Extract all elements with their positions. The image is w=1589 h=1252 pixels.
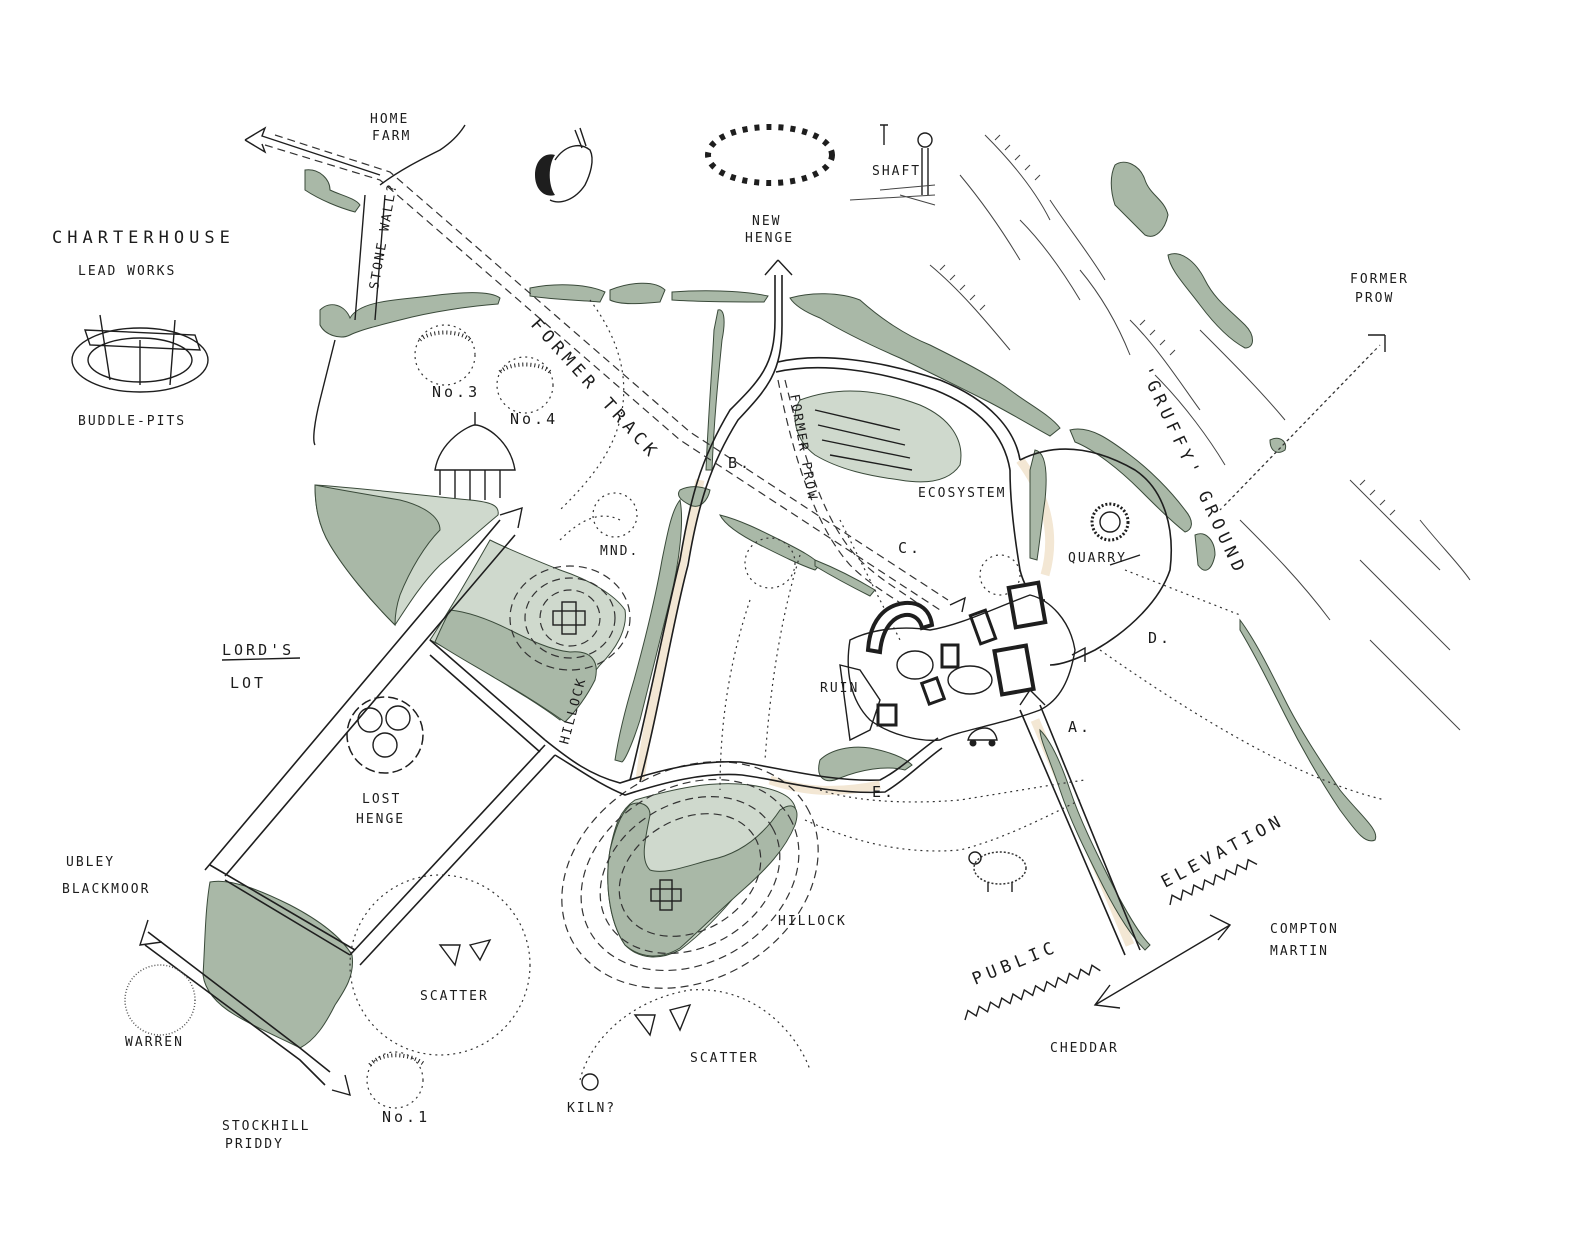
ecosystem-label: ECOSYSTEM bbox=[918, 486, 1006, 501]
quarry-label: QUARRY bbox=[1068, 551, 1127, 566]
kiln-label: KILN? bbox=[567, 1101, 616, 1116]
ubley-label: UBLEY bbox=[66, 855, 115, 870]
hillock-label: HILLOCK bbox=[778, 914, 847, 929]
new-label: NEW bbox=[752, 214, 781, 229]
point-e-label: E. bbox=[872, 783, 896, 801]
prow-label: PROW bbox=[1355, 291, 1394, 306]
lords-label: LORD'S bbox=[222, 641, 294, 659]
roads bbox=[144, 275, 1173, 1086]
charterhouse-label: CHARTERHOUSE bbox=[52, 228, 235, 248]
new-henge-ring bbox=[705, 124, 835, 186]
farm-label: FARM bbox=[372, 129, 411, 144]
lost-label: LOST bbox=[362, 792, 401, 807]
lost-henge-label: HENGE bbox=[356, 812, 405, 827]
gruffy-ground-label: 'GRUFFY' GROUND bbox=[1135, 364, 1250, 580]
elevation-zigzag bbox=[964, 858, 1258, 1021]
no1-label: No.1 bbox=[382, 1108, 430, 1126]
stone-wall-label: STONE WALL? bbox=[367, 182, 401, 291]
mnd-label: MND. bbox=[600, 544, 639, 559]
building-complex bbox=[839, 580, 1076, 742]
gruffy-hatching bbox=[929, 134, 1471, 731]
lords-underline bbox=[221, 657, 301, 661]
lead-works-label: LEAD WORKS bbox=[78, 264, 176, 279]
warren-icon bbox=[124, 964, 196, 1036]
point-b-label: B. bbox=[728, 454, 752, 472]
scatter-shards bbox=[438, 938, 692, 1037]
no4-label: No.4 bbox=[510, 410, 558, 428]
lot-label: LOT bbox=[230, 674, 266, 692]
shaft-label: SHAFT bbox=[872, 164, 921, 179]
stockhill-label: STOCKHILL bbox=[222, 1119, 310, 1134]
lost-henge-trees bbox=[346, 696, 424, 774]
sheep-icon bbox=[968, 851, 1027, 892]
buddle-pits-label: BUDDLE-PITS bbox=[78, 414, 186, 429]
shaft-icon bbox=[849, 124, 936, 206]
rabbit-icon bbox=[535, 127, 593, 203]
hillock-cross-marks bbox=[552, 601, 682, 911]
scatter-label-2: SCATTER bbox=[690, 1051, 759, 1066]
home-label: HOME bbox=[370, 112, 409, 127]
carousel-tent-icon bbox=[434, 412, 516, 500]
pit-circles bbox=[366, 324, 638, 1109]
warren-label: WARREN bbox=[125, 1035, 184, 1050]
kiln-icon bbox=[581, 1073, 599, 1091]
quarry-icon bbox=[1090, 502, 1141, 566]
new-henge-label: HENGE bbox=[745, 231, 794, 246]
elevation-label: ELEVATION bbox=[1158, 810, 1288, 892]
priddy-label: PRIDDY bbox=[225, 1137, 284, 1152]
dashed-tracks bbox=[264, 134, 1386, 1081]
vegetation bbox=[202, 161, 1377, 1049]
home-farm-boundary bbox=[313, 124, 466, 446]
hillock-contours bbox=[509, 565, 819, 989]
point-d-label: D. bbox=[1148, 629, 1172, 647]
car-icon bbox=[967, 727, 998, 747]
arrows bbox=[138, 126, 1386, 1096]
compton-label: COMPTON bbox=[1270, 922, 1339, 937]
point-a-label: A. bbox=[1068, 718, 1092, 736]
buddle-pits-icon bbox=[71, 314, 209, 393]
martin-label: MARTIN bbox=[1270, 944, 1329, 959]
cheddar-label: CHEDDAR bbox=[1050, 1041, 1119, 1056]
no3-label: No.3 bbox=[432, 383, 480, 401]
former-track-label: FORMER TRACK bbox=[526, 315, 663, 464]
scatter-label-1: SCATTER bbox=[420, 989, 489, 1004]
ruin-label: RUIN bbox=[820, 681, 859, 696]
blackmoor-label: BLACKMOOR bbox=[62, 882, 150, 897]
ecosystem-ponds bbox=[794, 390, 962, 483]
former-label: FORMER bbox=[1350, 272, 1409, 287]
point-c-label: C. bbox=[898, 539, 922, 557]
